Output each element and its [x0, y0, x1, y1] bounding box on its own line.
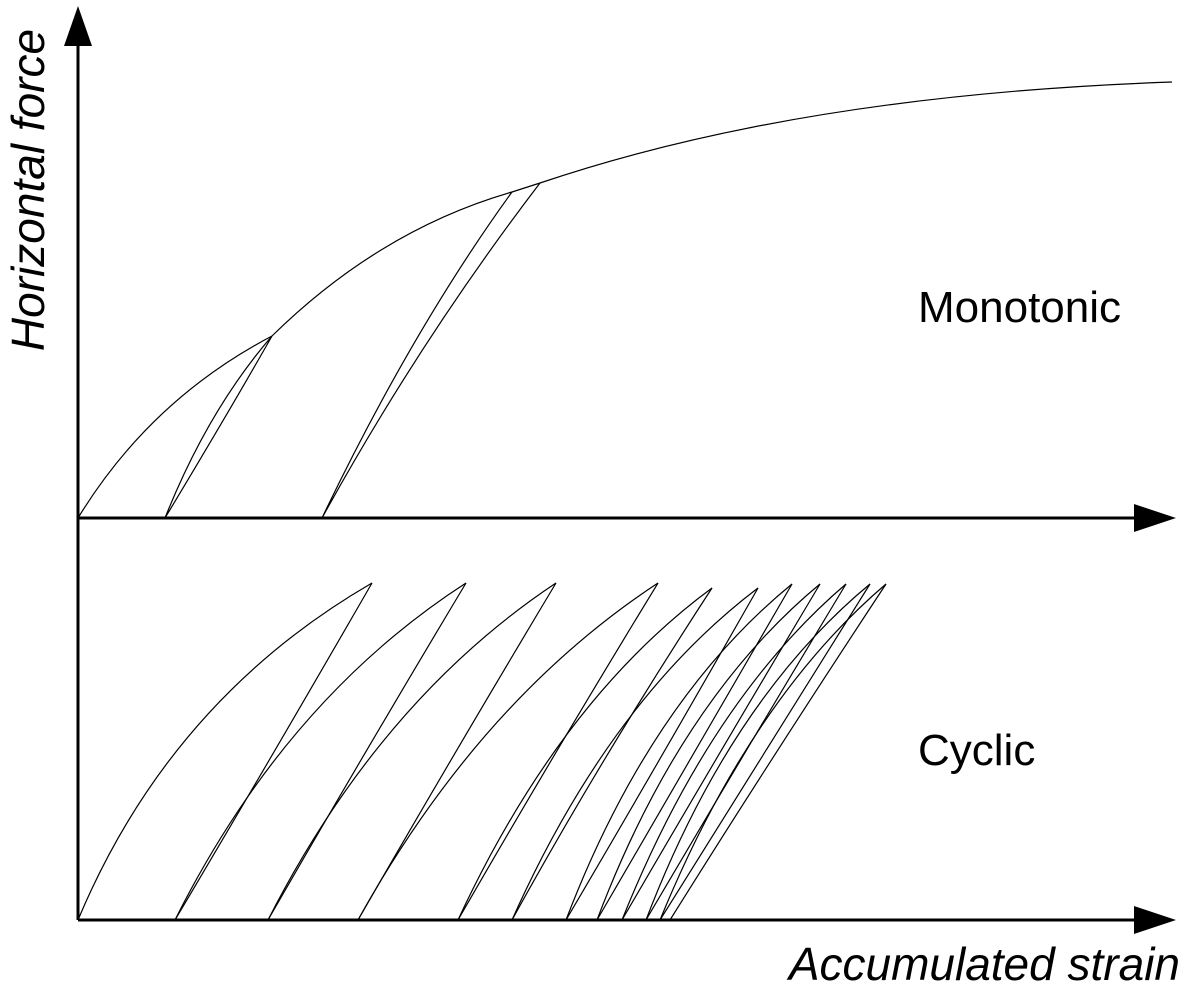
cyclic-loop-8 — [457, 582, 659, 921]
cyclic-loop-11 — [511, 587, 759, 921]
x-axis-label: Accumulated strain — [786, 938, 1180, 986]
cyclic-loop-20 — [659, 583, 871, 921]
monotonic-unload-loop-2 — [321, 182, 541, 519]
cyclic-loop-21 — [659, 583, 887, 921]
monotonic-label: Monotonic — [918, 283, 1121, 332]
cyclic-loop-18 — [645, 583, 847, 921]
monotonic-curves — [77, 81, 1173, 519]
cyclic-loop-9 — [457, 587, 713, 921]
y-axis-label: Horizontal force — [2, 29, 54, 351]
cyclic-loop-12 — [565, 587, 759, 921]
cyclic-loop-3 — [174, 582, 467, 921]
y-axis-arrowhead — [64, 6, 92, 46]
cyclic-loop-10 — [511, 587, 713, 921]
cyclic-loop-7 — [357, 582, 659, 921]
cyclic-loop-1 — [77, 582, 373, 921]
cyclic-loop-16 — [621, 583, 821, 921]
cyclic-loop-4 — [267, 582, 467, 921]
monotonic-envelope-curve — [77, 81, 1173, 519]
cyclic-loop-2 — [174, 582, 373, 921]
x-axis-top-arrowhead — [1134, 504, 1176, 532]
monotonic-unload-loop-1 — [164, 335, 273, 519]
cyclic-loop-5 — [267, 582, 557, 921]
cyclic-loop-14 — [596, 583, 793, 921]
x-axis-bottom-arrowhead — [1134, 906, 1176, 934]
cyclic-label: Cyclic — [918, 726, 1035, 775]
cyclic-loop-19 — [645, 583, 871, 921]
cyclic-loop-17 — [621, 583, 847, 921]
cyclic-loop-22 — [669, 583, 887, 921]
cyclic-loop-15 — [596, 583, 821, 921]
cyclic-loop-13 — [565, 583, 793, 921]
cyclic-curves — [77, 582, 887, 921]
